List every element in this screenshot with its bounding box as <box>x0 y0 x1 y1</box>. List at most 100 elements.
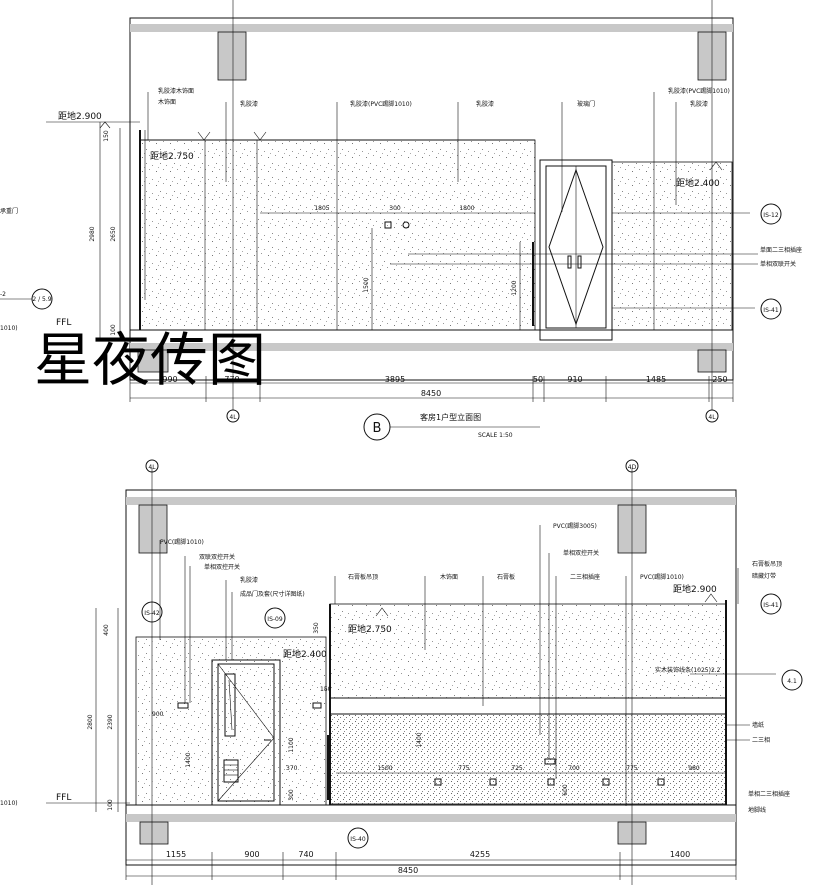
watermark-text: 星夜传图 <box>34 326 266 394</box>
elevation-c-door-leaf <box>217 663 275 802</box>
callout-b-3: 乳胶漆(PVC踢脚1010) <box>350 100 412 108</box>
elevation-b-glass-door-frame <box>539 159 613 341</box>
side-label-b-1: 承重门 <box>0 207 18 215</box>
callout-c-11: PVC(踢脚1010) <box>640 573 684 581</box>
elevation-b-column-left <box>137 349 169 373</box>
dim-b-770: 770 <box>224 375 239 384</box>
callout-c-4: 成品门及套(尺寸详图纸) <box>240 590 305 598</box>
dim-vert-1500: 1500 <box>363 277 370 292</box>
dim-c-1155: 1155 <box>166 850 186 859</box>
dim-c-inner-980: 980 <box>688 765 700 772</box>
elevation-c-wood-trim <box>329 697 727 715</box>
note-b-1: 单相双联开关 <box>760 260 796 268</box>
dim-left-c-2390: 2390 <box>107 714 114 729</box>
dim-c-vert-4: 350 <box>313 622 320 634</box>
elevation-b-wall-panel <box>139 139 536 331</box>
outlet-icon <box>489 778 497 786</box>
section-tag-b-a-label: IS-12 <box>763 212 779 219</box>
dim-inner-300: 300 <box>389 205 401 212</box>
dim-c-vert-5: 370 <box>286 765 298 772</box>
dim-left-c-400: 400 <box>103 624 110 636</box>
elevation-c-ceiling-slab <box>126 497 736 505</box>
dim-c-inner-775: 775 <box>458 765 470 772</box>
dim-left-b-2980: 2980 <box>89 226 96 241</box>
dim-left-b-150: 150 <box>103 130 110 142</box>
elevation-c-door-grille <box>223 759 239 783</box>
dim-left-c-2800: 2800 <box>87 714 94 729</box>
callout-c-3: 乳胶漆 <box>240 576 258 584</box>
level-b-2750: 距地2.750 <box>150 150 194 162</box>
elevation-b-scale: SCALE 1:50 <box>478 432 513 439</box>
dim-c-inner-1500: 1500 <box>377 765 392 772</box>
callout-c-10: 二三相插座 <box>570 573 600 581</box>
callout-b-1: 木饰面 <box>158 98 176 106</box>
outlet-icon <box>602 778 610 786</box>
dim-c-vert-0: 1400 <box>185 752 192 767</box>
elevation-b-callouts: 乳胶漆木饰面 木饰面 乳胶漆 乳胶漆(PVC踢脚1010) 乳胶漆 玻璃门 乳胶… <box>147 87 730 330</box>
outlet-icon <box>657 778 665 786</box>
elevation-b-marker-label: B <box>373 421 382 436</box>
ffl-b: FFL <box>56 318 71 328</box>
section-tag-c-3 <box>781 669 803 691</box>
dim-c-vert-6: 300 <box>288 789 295 801</box>
dim-c-vert-1: 1100 <box>288 737 295 752</box>
dim-b-990: 990 <box>162 375 177 384</box>
side-label-b-3: 1010) <box>0 325 18 332</box>
dim-c-4255: 4255 <box>470 850 490 859</box>
section-tag-c-2-label: IS-42 <box>144 610 160 617</box>
dim-left-c-100: 100 <box>107 799 114 811</box>
section-tag-c-0 <box>760 593 782 615</box>
elevation-c-frame <box>125 489 737 866</box>
callout-c-8: PVC(踢脚3005) <box>553 522 597 530</box>
elevation-b-ceiling-slab <box>130 24 733 32</box>
callout-c-5: 石膏板吊顶 <box>348 573 378 581</box>
elevation-c-grid-label-left: 4L <box>148 464 156 471</box>
ffl-c: FFL <box>56 793 71 803</box>
dim-inner-1800: 1800 <box>459 205 474 212</box>
elevation-c-floor-slab <box>126 814 736 822</box>
section-circle-b-left-label: 2 / 5.9 <box>32 296 51 303</box>
dim-c-total: 8450 <box>398 866 418 875</box>
dim-c-inner-900: 900 <box>152 711 164 718</box>
dim-b-total: 8450 <box>421 389 441 398</box>
elevation-c-grid-label-right: 4D <box>628 464 637 471</box>
dim-c-inner-775b: 775 <box>626 765 638 772</box>
callout-c-18: 地脚线 <box>748 806 766 814</box>
elevation-c-door-vision-panel <box>224 673 236 737</box>
switch-icon <box>177 702 189 709</box>
dim-c-vert-3: 600 <box>562 784 569 796</box>
elevation-c-door-frame <box>211 659 281 806</box>
callout-c-12: 石膏板吊顶 <box>752 560 782 568</box>
section-circle-b-left <box>31 288 53 310</box>
dim-c-1400: 1400 <box>670 850 690 859</box>
section-tag-b-a <box>760 203 782 225</box>
dim-left-b-2650: 2650 <box>110 226 117 241</box>
elevation-b-floor-slab <box>130 343 733 351</box>
outlet-icon <box>547 778 555 786</box>
section-tag-c-1-label: IS-09 <box>267 616 283 623</box>
callout-c-9: 单相双控开关 <box>563 549 599 557</box>
callout-c-6: 木饰面 <box>440 573 458 581</box>
dim-c-inner-725: 725 <box>511 765 523 772</box>
section-tag-c-3-label: 4.1 <box>787 678 797 685</box>
switch-icon <box>312 702 322 709</box>
callout-c-14: 实木装饰线条(1025)2.2 <box>655 666 721 674</box>
elevation-c-wall-left <box>135 636 327 806</box>
elevation-b-switch-icon <box>384 221 392 229</box>
level-c-2900: 距地2.900 <box>673 583 717 595</box>
dim-b-250: 250 <box>712 375 727 384</box>
elevation-c-column-left <box>139 821 169 845</box>
note-b-0: 单面二三相插座 <box>760 246 802 254</box>
level-b-2400: 距地2.400 <box>676 177 720 189</box>
dim-vert-1200: 1200 <box>511 280 518 295</box>
dim-b-1485: 1485 <box>646 375 666 384</box>
elevation-b-grid-label-left: 4L <box>229 414 237 421</box>
dim-c-vert-7: 150 <box>320 686 332 693</box>
section-tag-c-0-label: IS-41 <box>763 602 779 609</box>
elevation-c-beam-left <box>138 504 168 554</box>
elevation-c-callouts: PVC(踢脚1010) 双联双控开关 单相双控开关 乳胶漆 成品门及套(尺寸详图… <box>159 522 790 814</box>
side-label-b-2: -2 <box>0 291 6 298</box>
side-label-c: 1010) <box>0 800 18 807</box>
elevation-c-wall-upper <box>329 603 727 699</box>
